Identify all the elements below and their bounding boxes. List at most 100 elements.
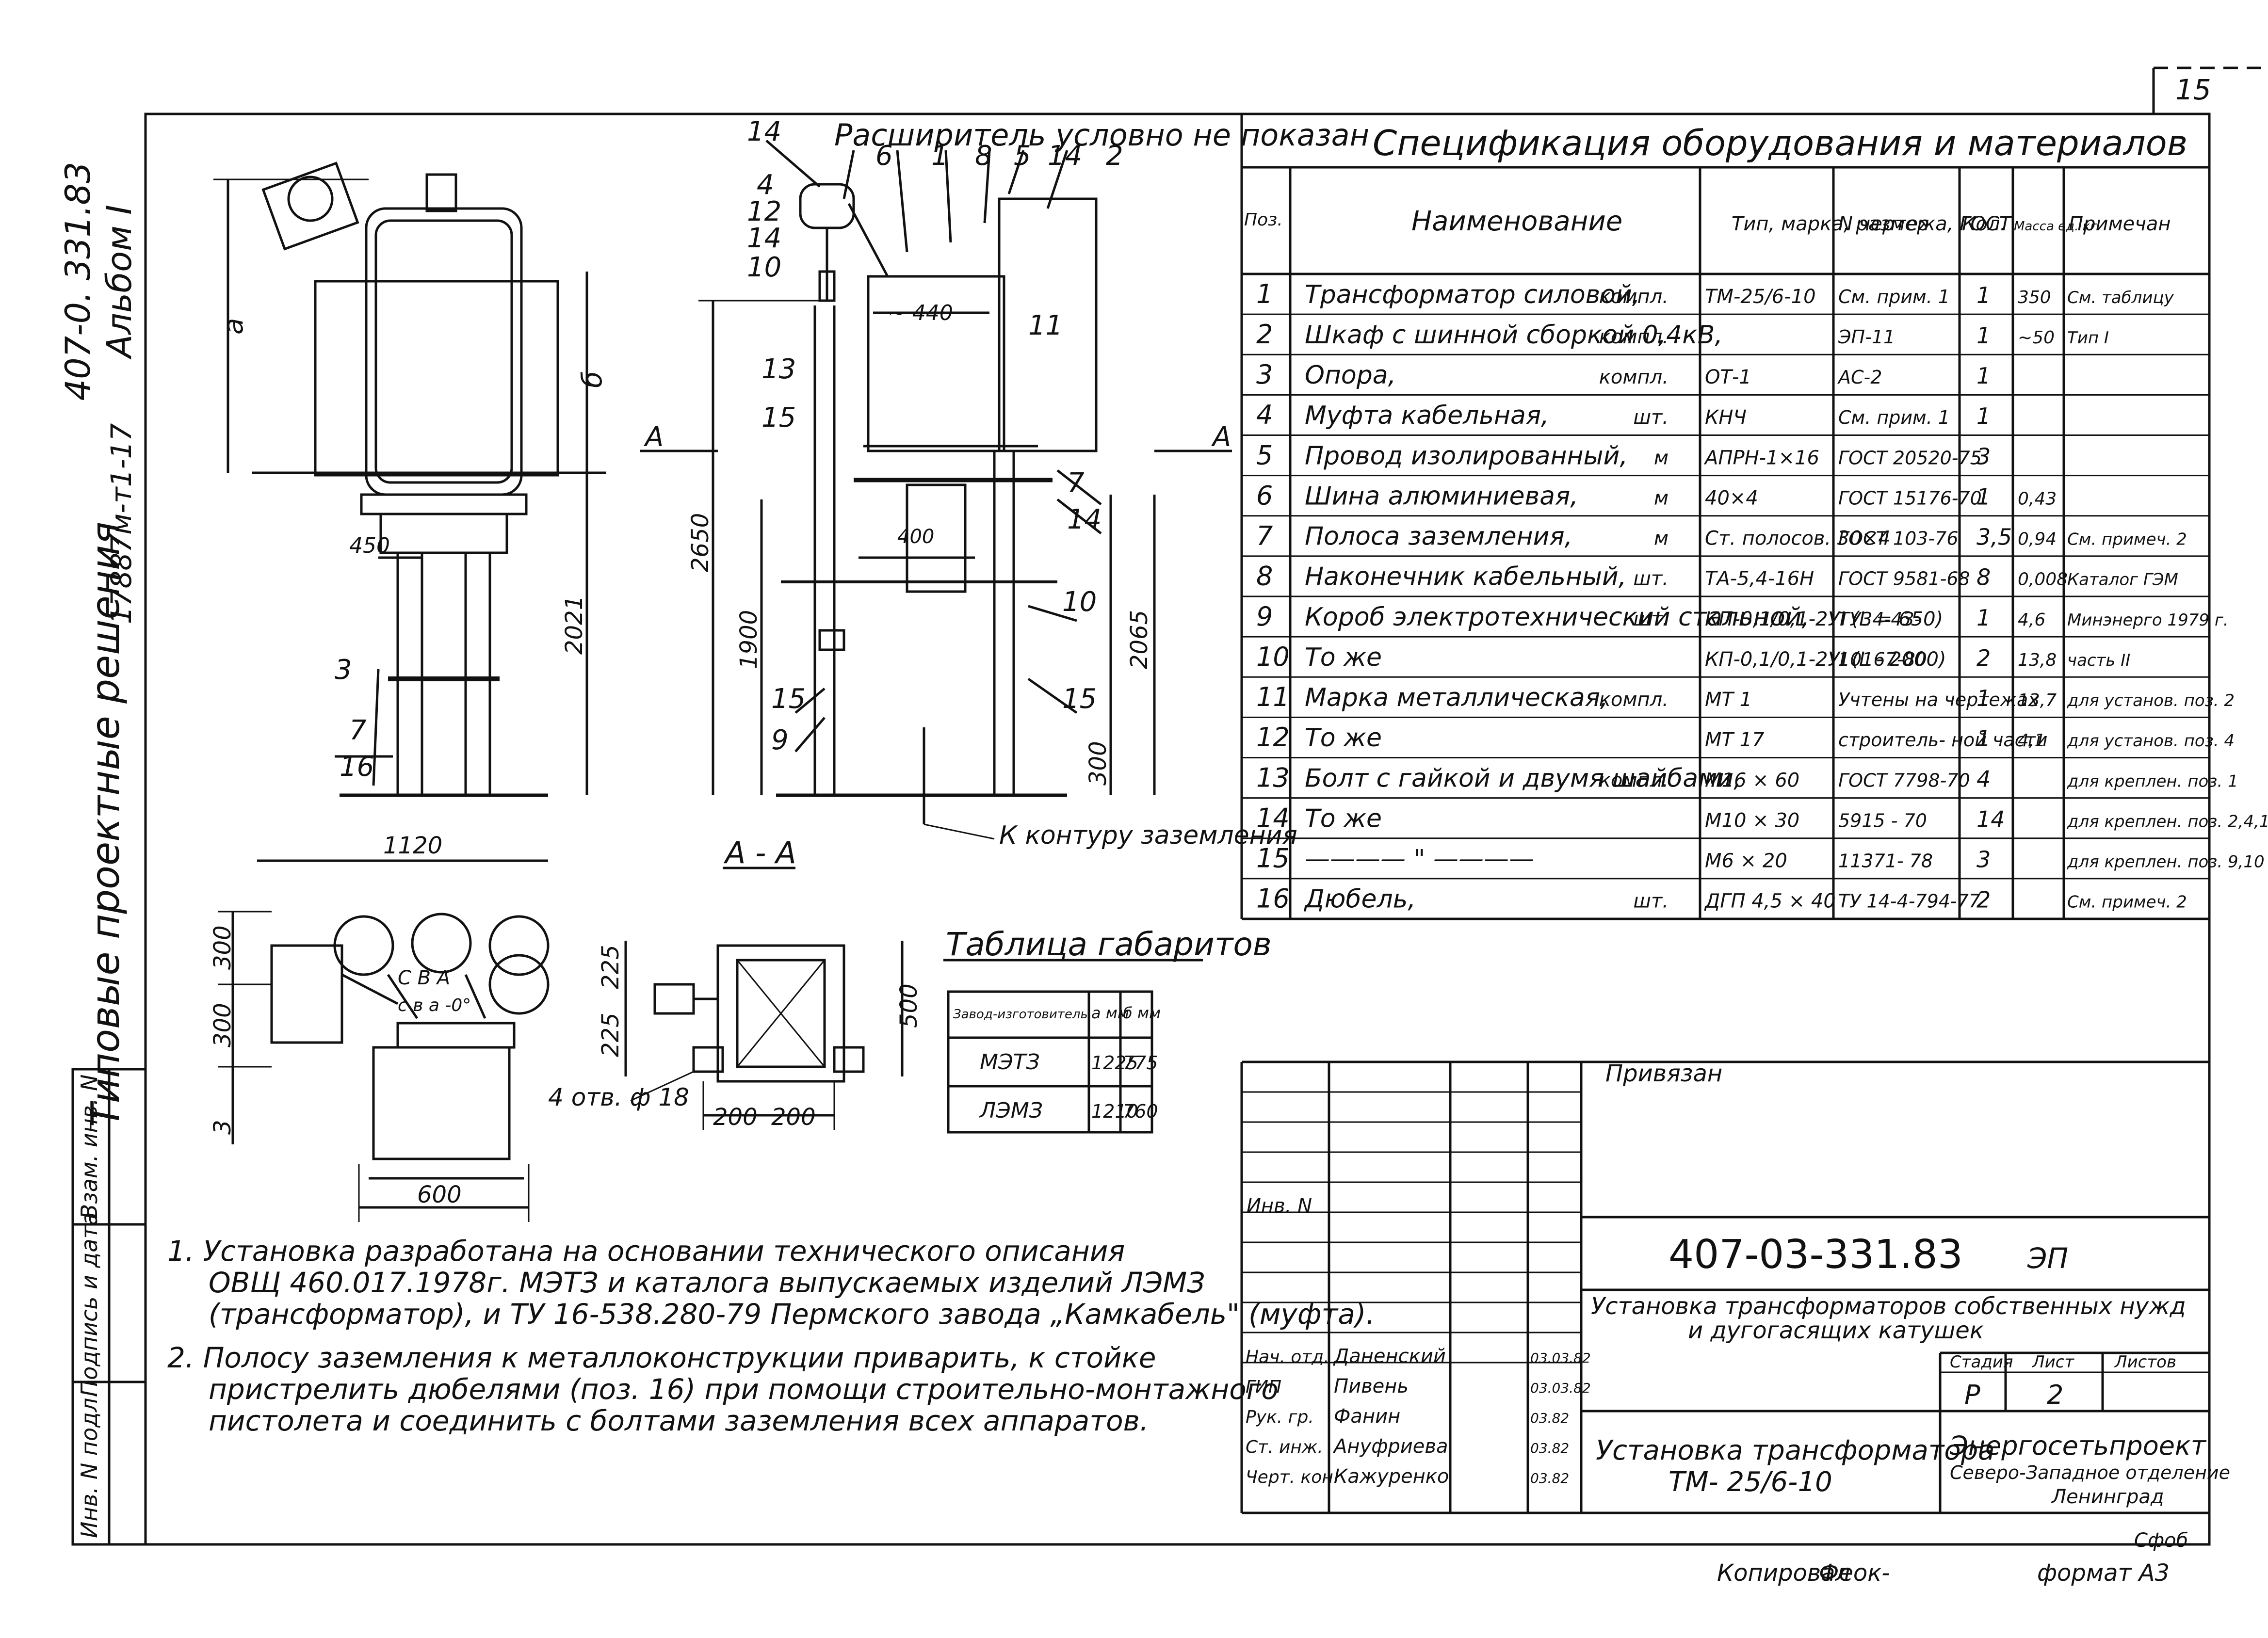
callout-10b: 10 — [1062, 586, 1097, 618]
spec-row-1-col-6: 350 — [2018, 288, 2051, 307]
code-label: 17887м-т1-17 — [105, 423, 138, 625]
spec-header-qty: Кол. — [1962, 213, 2006, 235]
spec-row-8-col-3: ТА-5,4-16Н — [1705, 568, 1814, 590]
spec-row-10-col-4: 10167-80 — [1838, 649, 1927, 670]
dims-row1-b: 775 — [1123, 1052, 1158, 1074]
role-1-date: 03.03.82 — [1530, 1350, 1591, 1366]
callout-14b: 14 — [1048, 140, 1082, 172]
callout-5: 5 — [1014, 140, 1031, 172]
role-4-date: 03.82 — [1530, 1440, 1569, 1456]
sheet-corner-number: 15 — [2175, 73, 2211, 106]
dim-1900: 1900 — [735, 610, 762, 669]
spec-row-8-col-6: 0,008 — [2018, 570, 2068, 590]
spec-row-13-col-0: 13 — [1256, 762, 1290, 793]
spec-row-14-col-1: То же — [1305, 804, 1382, 833]
org-name: Энергосетьпроект — [1949, 1430, 2207, 1461]
project-title-2: и дугогасящих катушек — [1688, 1317, 1984, 1344]
spec-header-note: Примечан — [2069, 213, 2171, 235]
spec-row-4-col-1: Муфта кабельная, — [1305, 401, 1549, 430]
front-view — [213, 161, 606, 797]
spec-row-15-col-3: М6 × 20 — [1705, 850, 1787, 872]
spec-row-9-col-1: Короб электротехнический стальной, — [1305, 603, 1810, 632]
dim-2065: 2065 — [1126, 610, 1153, 669]
doc-number: 407-03-331.83 — [1669, 1232, 1963, 1278]
spec-row-7-col-4: ГОСТ 103-76 — [1838, 528, 1959, 549]
callout-6: 6 — [875, 140, 893, 172]
spec-row-4-col-0: 4 — [1256, 400, 1273, 430]
dims-row2-b: 760 — [1123, 1101, 1158, 1122]
spec-row-10-col-5: 2 — [1976, 645, 1991, 671]
spec-row-11-col-6: 13,7 — [2018, 691, 2057, 710]
spec-row-2-col-5: 1 — [1976, 322, 1991, 349]
callout-13: 13 — [761, 353, 796, 385]
dims-row1-a: 1225 — [1091, 1052, 1138, 1074]
dim-2021: 2021 — [561, 595, 588, 655]
typical-solutions-label: Типовые проектные решения — [83, 522, 128, 1127]
spec-row-4-col-4: См. прим. 1 — [1838, 407, 1950, 428]
role-5-date: 03.82 — [1530, 1470, 1569, 1486]
plan-view — [218, 859, 550, 1222]
callout-14d: 14 — [1067, 504, 1102, 535]
sheet-value: 2 — [2047, 1380, 2063, 1410]
callout-8: 8 — [975, 140, 992, 172]
stage-value: Р — [1964, 1380, 1980, 1410]
spec-row-6-col-3: 40×4 — [1705, 487, 1758, 509]
side-labels: Альбом I 407-0. 331.83 17887м-т1-17 Типо… — [58, 162, 139, 1538]
spec-row-10-col-0: 10 — [1256, 642, 1290, 672]
dim-200-left: 200 — [713, 1104, 758, 1131]
spec-row-11-col-3: МТ 1 — [1705, 689, 1752, 711]
phases-hv: C B A — [398, 967, 450, 989]
dims-row2-factory: ЛЭМЗ — [979, 1098, 1043, 1123]
role-3-date: 03.82 — [1530, 1410, 1569, 1426]
format-label: формат А3 — [2037, 1559, 2170, 1587]
spec-row-lines — [1242, 313, 2209, 880]
spec-row-7-col-0: 7 — [1256, 521, 1273, 551]
dim-300-upper: 300 — [209, 925, 236, 970]
callout-2: 2 — [1106, 140, 1123, 172]
dim-1120: 1120 — [383, 832, 442, 859]
dims-table-title: Таблица габаритов — [946, 926, 1272, 963]
dim-3: 3 — [209, 1120, 236, 1135]
spec-row-15-col-7: для креплен. поз. 9,10 — [2067, 852, 2265, 872]
spec-row-11-col-5: 1 — [1976, 685, 1991, 711]
spec-row-7-col-2: м — [1654, 528, 1669, 550]
cut-a-right: A — [1211, 421, 1231, 453]
spec-row-11-col-0: 11 — [1256, 682, 1290, 712]
spec-row-13-col-4: ГОСТ 7798-70 — [1838, 770, 1970, 791]
role-5-title: Черт. кон. — [1246, 1467, 1339, 1487]
spec-row-9-col-5: 1 — [1976, 605, 1991, 631]
project-title-1: Установка трансформаторов собственных ну… — [1591, 1293, 2186, 1320]
dim-225-upper: 225 — [597, 945, 624, 989]
stamp-inv-orig: Инв. N подл. — [76, 1391, 102, 1538]
spec-row-1-col-4: См. прим. 1 — [1838, 286, 1950, 307]
spec-row-2-col-7: Тип I — [2067, 328, 2109, 348]
dims-row1-factory: МЭТЗ — [980, 1050, 1040, 1075]
spec-header-type: Тип, марка, размер — [1732, 213, 1929, 235]
spec-row-11-col-4: Учтены на чертежах — [1838, 689, 2039, 710]
org-branch: Северо-Западное отделение — [1950, 1462, 2230, 1483]
spec-row-9-col-3: КП-0,1/0,1-2УI (L = 650) — [1705, 608, 1943, 630]
side-view — [640, 140, 1232, 840]
album-label: Альбом I — [99, 205, 139, 360]
spec-row-13-col-1: Болт с гайкой и двумя шайбами, — [1305, 764, 1742, 793]
spec-row-1-col-2: компл. — [1599, 286, 1669, 308]
spec-row-15-col-4: 11371- 78 — [1838, 851, 1933, 872]
spec-row-9-col-7: Минэнерго 1979 г. — [2067, 610, 2229, 630]
dims-header-b: б мм — [1123, 1004, 1161, 1022]
spec-row-14-col-5: 14 — [1976, 806, 2005, 832]
spec-row-16-col-7: См. примеч. 2 — [2067, 893, 2187, 912]
front-view-labels: а б 2021 450 3 7 16 — [218, 318, 608, 783]
spec-row-3-col-4: АС-2 — [1837, 367, 1882, 388]
callout-15b: 15 — [771, 683, 806, 715]
note-2-line-1: 2. Полосу заземления к металлоконструкци… — [167, 1341, 1156, 1374]
copied-label: Копировал — [1717, 1559, 1850, 1587]
section-title: А - А — [723, 835, 796, 870]
stamp-inv-repl: Взам. инв. N — [76, 1075, 102, 1220]
sheet-title-1: Установка трансформатора — [1596, 1435, 1995, 1466]
spec-row-2-col-1: Шкаф с шинной сборкой 0,4кВ, — [1305, 321, 1723, 350]
role-4-name: Ануфриева — [1332, 1435, 1448, 1458]
bound-label: Привязан — [1605, 1060, 1722, 1087]
expander-note: Расширитель условно не показан — [834, 117, 1369, 153]
org-city: Ленинград — [2051, 1486, 2164, 1508]
